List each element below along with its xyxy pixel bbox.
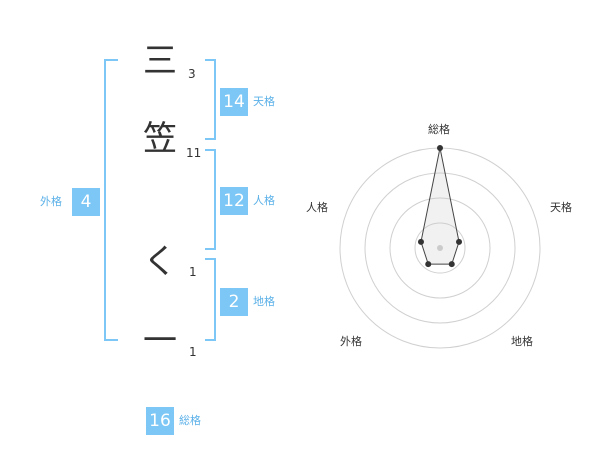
radar-point-2	[448, 261, 455, 268]
radar-series-polygon	[420, 147, 460, 265]
gaikaku-bracket	[104, 59, 118, 341]
chikaku-bracket	[205, 258, 216, 341]
radar-point-0	[437, 145, 443, 151]
chikaku-value: 2	[220, 288, 248, 316]
soukaku-value: 16	[146, 407, 174, 435]
soukaku-label: 総格	[179, 414, 201, 427]
jinkaku-bracket	[205, 149, 216, 250]
tenkaku-label: 天格	[253, 95, 275, 108]
radar-axis-label-chikaku: 地格	[511, 335, 533, 348]
stroke-count-1: 3	[188, 67, 196, 81]
radar-axis-label-tenkaku: 天格	[550, 201, 572, 214]
jinkaku-label: 人格	[253, 194, 275, 207]
radar-point-1	[456, 238, 463, 245]
radar-ring	[364, 172, 516, 324]
name-char-3: く	[143, 242, 177, 282]
name-char-2: 笠	[143, 119, 177, 159]
jinkaku-value: 12	[220, 187, 248, 215]
stroke-count-3: 1	[189, 265, 197, 279]
radar-axis-label-jinkaku: 人格	[306, 201, 328, 214]
gaikaku-label: 外格	[40, 195, 62, 208]
name-char-4: 一	[143, 321, 177, 361]
radar-ring	[389, 197, 491, 299]
radar-axis-label-soukaku: 総格	[428, 123, 450, 136]
gaikaku-value: 4	[72, 188, 100, 216]
radar-axis-label-gaikaku: 外格	[340, 335, 362, 348]
radar-point-3	[425, 261, 432, 268]
chikaku-label: 地格	[253, 295, 275, 308]
tenkaku-bracket	[205, 59, 216, 140]
stroke-count-4: 1	[189, 345, 197, 359]
name-char-1: 三	[143, 41, 177, 81]
radar-center	[437, 245, 443, 251]
tenkaku-value: 14	[220, 88, 248, 116]
radar-point-4	[417, 238, 424, 245]
stroke-count-2: 11	[186, 146, 202, 160]
radar-ring	[414, 222, 466, 274]
